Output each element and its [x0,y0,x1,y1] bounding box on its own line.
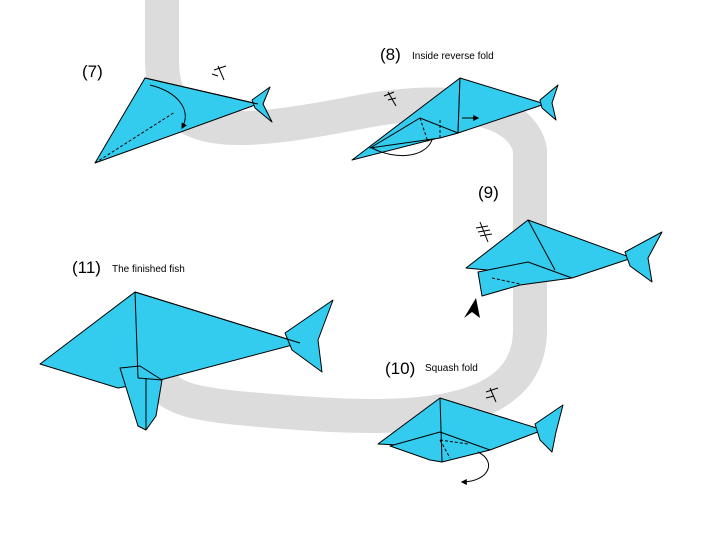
step-9-number: (9) [478,183,499,202]
flow-path [144,0,547,434]
step-10: (10) Squash fold [377,359,564,485]
step-7-fish [94,77,273,164]
step-11: (11) The finished fish [39,258,334,431]
step-11-number: (11) [72,258,101,277]
step-7-number: (7) [82,62,103,81]
step-9-fish [465,219,663,297]
step-11-caption: The finished fish [112,264,185,275]
finished-fish [39,291,334,431]
step-8: (7) (8) Inside reverse fold [351,45,559,161]
push-arrow-icon [464,298,480,318]
turn-over-symbol-icon [475,221,493,243]
mountain-fold-symbol-icon [485,387,499,403]
mountain-fold-symbol-icon [211,65,227,81]
step-7: (7) [82,62,273,164]
valley-fold-arrow-icon [149,84,187,130]
step-8-caption: Inside reverse fold [412,51,494,62]
step-10-caption: Squash fold [425,363,478,374]
step-10-fish [377,397,564,463]
step-8-number-text: (8) [380,45,401,64]
step-10-number: (10) [385,359,415,378]
mountain-fold-symbol-icon [383,91,397,107]
squash-fold-arrow-icon [460,451,490,485]
fold-under-arrow-icon [371,139,433,157]
step-8-fish [351,77,559,161]
step-9: (9) [464,183,663,318]
